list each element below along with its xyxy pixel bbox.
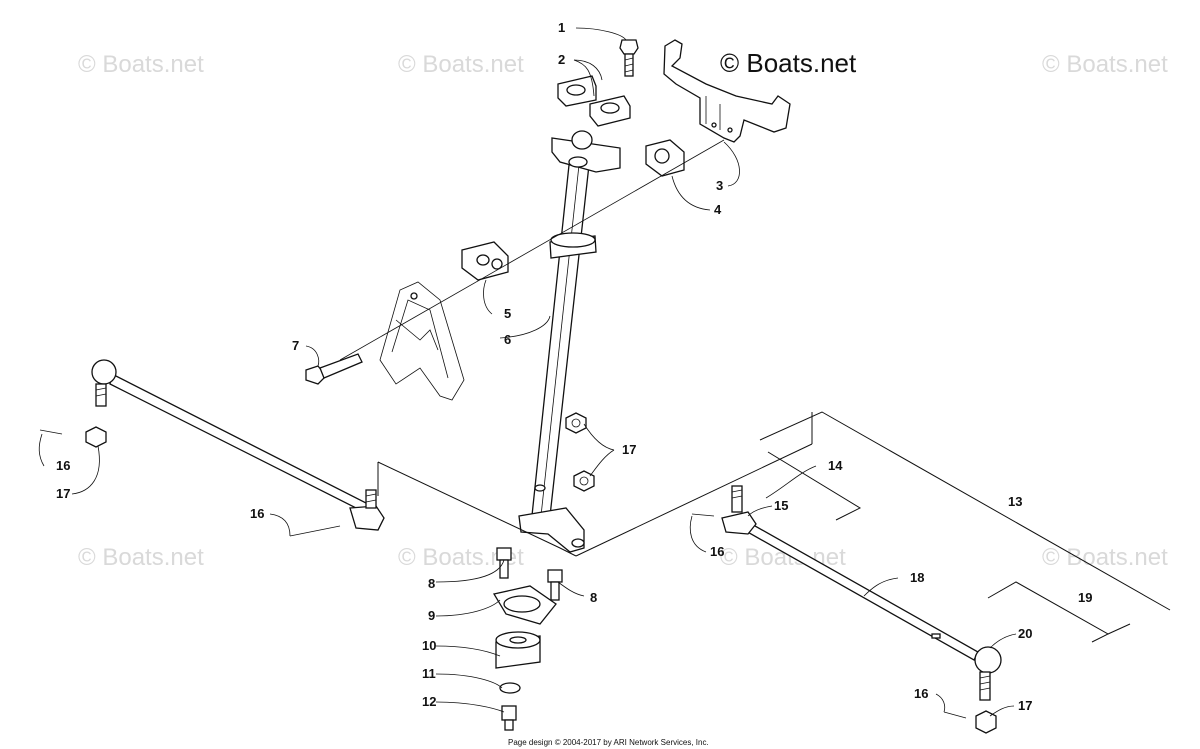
- footer-credit: Page design © 2004-2017 by ARI Network S…: [508, 738, 709, 747]
- callout-11: 11: [422, 666, 436, 681]
- callout-7: 7: [292, 338, 299, 353]
- callout-2: 2: [558, 52, 565, 67]
- callout-13: 13: [1008, 494, 1022, 509]
- callout-6: 6: [504, 332, 511, 347]
- left-tie-rod: [39, 359, 385, 537]
- callout-17c: 17: [1018, 698, 1032, 713]
- axis-line: [339, 139, 725, 361]
- callout-14: 14: [828, 458, 843, 473]
- clamp-caps-2: [557, 75, 631, 127]
- callout-8a: 8: [428, 576, 435, 591]
- callout-18: 18: [910, 570, 924, 585]
- callout-8b: 8: [590, 590, 597, 605]
- right-tie-rod: [691, 485, 1002, 734]
- nuts-17: [565, 412, 595, 492]
- callout-15: 15: [774, 498, 788, 513]
- watermark: © Boats.net: [1042, 51, 1168, 78]
- steering-post: [518, 130, 621, 553]
- callout-16c: 16: [710, 544, 724, 559]
- callout-5: 5: [504, 306, 511, 321]
- leader-lines: [38, 27, 1017, 717]
- block-4: [645, 139, 685, 177]
- watermark: © Boats.net: [398, 51, 524, 78]
- callout-4: 4: [714, 202, 722, 217]
- callout-3: 3: [716, 178, 723, 193]
- callout-17a: 17: [56, 486, 70, 501]
- watermark: © Boats.net: [1042, 544, 1168, 571]
- block-5: [461, 241, 509, 281]
- callout-9: 9: [428, 608, 435, 623]
- watermark: © Boats.net: [78, 544, 204, 571]
- watermark: © Boats.net: [78, 51, 204, 78]
- callout-17b: 17: [622, 442, 636, 457]
- callout-19: 19: [1078, 590, 1092, 605]
- callout-16a: 16: [56, 458, 70, 473]
- watermark-main: © Boats.net: [720, 48, 857, 78]
- bolts-8: [496, 547, 563, 601]
- callouts: 1 2 3 4 5 6 7 8 8 9 10 11 12 13 14 15 16…: [56, 20, 1092, 713]
- bolt-1: [619, 39, 639, 77]
- callout-20: 20: [1018, 626, 1032, 641]
- bolt-7: [305, 353, 363, 385]
- washer-11: [499, 682, 521, 694]
- callout-16d: 16: [914, 686, 928, 701]
- callout-10: 10: [422, 638, 436, 653]
- bearing-10: [495, 631, 541, 669]
- mount-bracket: [379, 281, 465, 401]
- flange-9: [492, 585, 557, 625]
- bolt-12: [501, 705, 517, 731]
- callout-12: 12: [422, 694, 436, 709]
- callout-1: 1: [558, 20, 565, 35]
- bracket-3: [663, 39, 791, 143]
- group-lines: [377, 411, 1171, 643]
- callout-16b: 16: [250, 506, 264, 521]
